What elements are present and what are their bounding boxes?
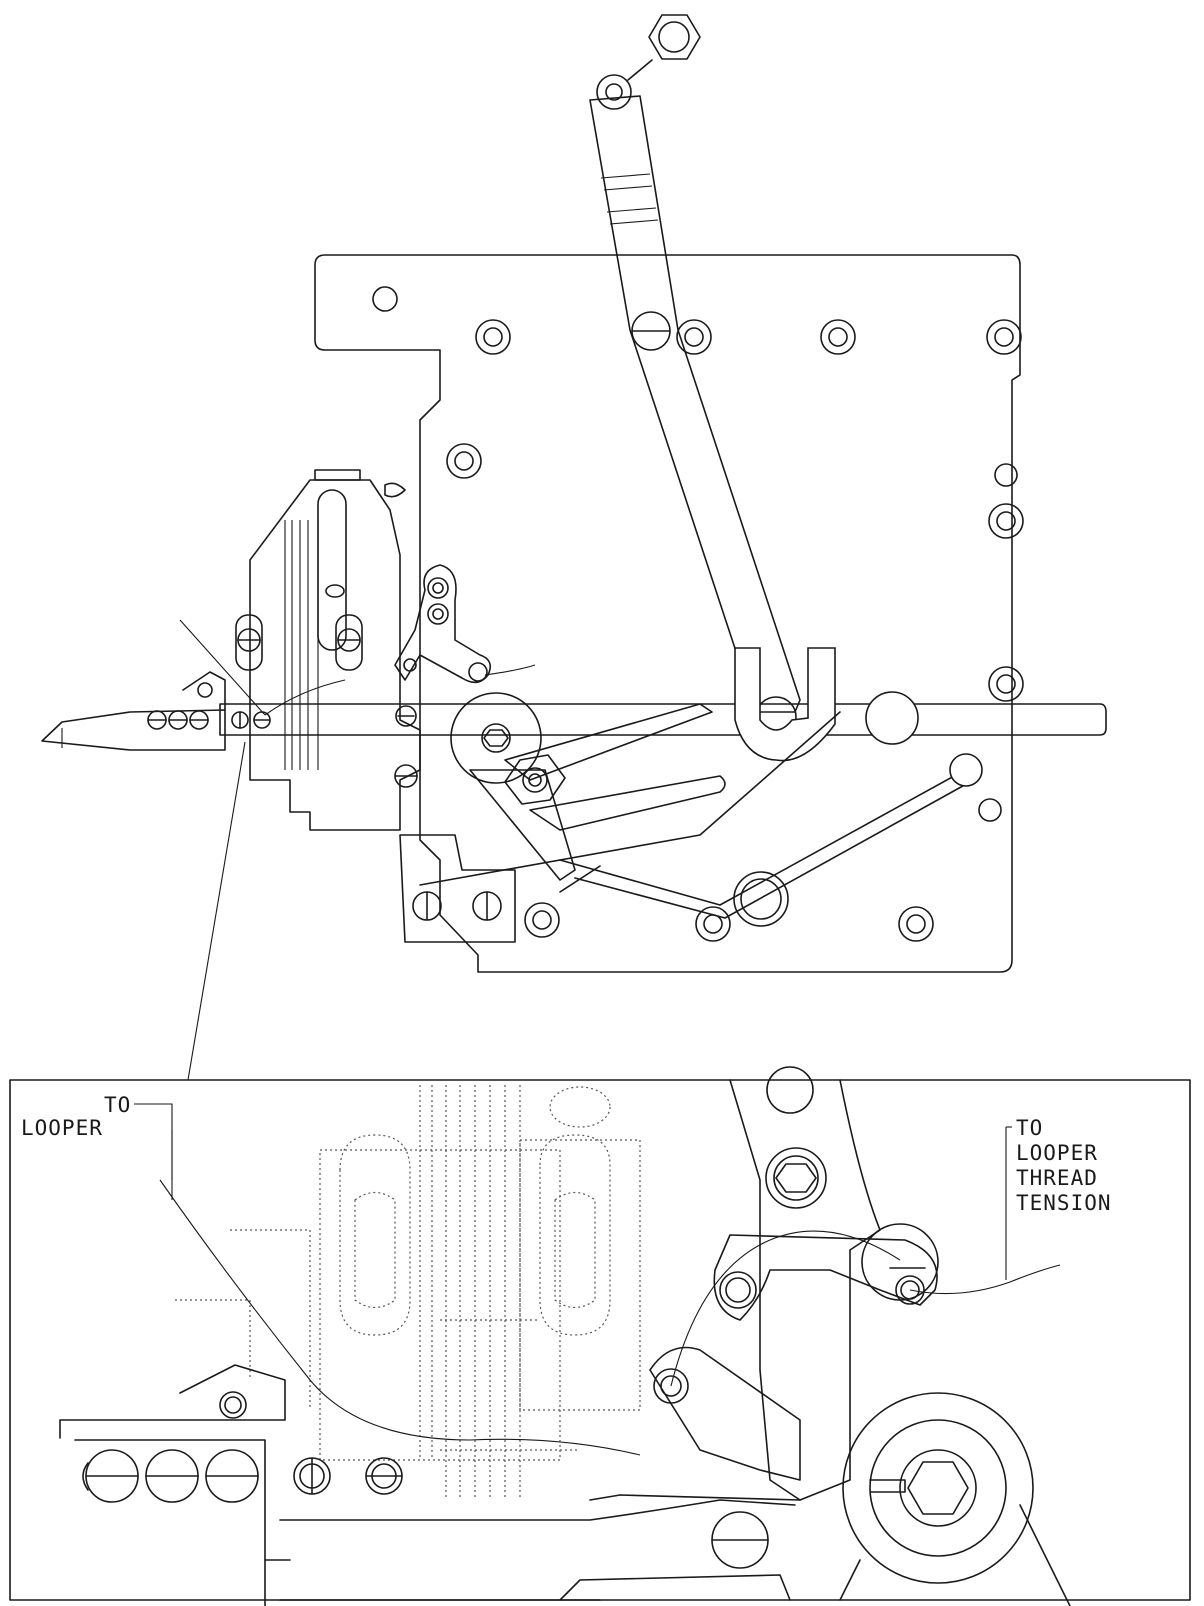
diagonal-links <box>419 703 983 927</box>
plate-holes <box>372 286 1024 942</box>
hidden-parts <box>175 1085 641 1500</box>
to-looper-line-1: TO <box>104 1093 131 1117</box>
link-plate <box>394 564 536 684</box>
detail-link-arm <box>649 1346 801 1481</box>
tension-line-2: LOOPER <box>1016 1141 1098 1165</box>
tension-line-3: THREAD <box>1016 1166 1098 1190</box>
to-looper-line-2: LOOPER <box>21 1116 103 1140</box>
callout-leader <box>187 741 246 1081</box>
detail-looper <box>59 1364 801 1606</box>
detail-view: TO LOOPER TO LOOPER THREAD TENSION <box>9 1066 1191 1606</box>
upper-assembly <box>41 14 1107 1081</box>
base-plate <box>314 254 1021 973</box>
crank-assembly <box>450 692 576 881</box>
horizontal-rod <box>219 647 1107 762</box>
tension-line-1: TO <box>1016 1116 1043 1140</box>
bottom-bracket <box>399 834 516 943</box>
guide-block <box>179 469 421 831</box>
lever-arm <box>589 14 801 738</box>
detail-crank <box>839 1392 1071 1606</box>
tension-line-4: TENSION <box>1016 1191 1112 1215</box>
looper <box>41 705 418 788</box>
to-looper-label: TO LOOPER <box>21 1093 173 1180</box>
detail-frame <box>9 1079 1191 1601</box>
to-looper-thread-tension-label: TO LOOPER THREAD TENSION <box>1016 1116 1112 1215</box>
detail-right-lever <box>713 1066 939 1501</box>
